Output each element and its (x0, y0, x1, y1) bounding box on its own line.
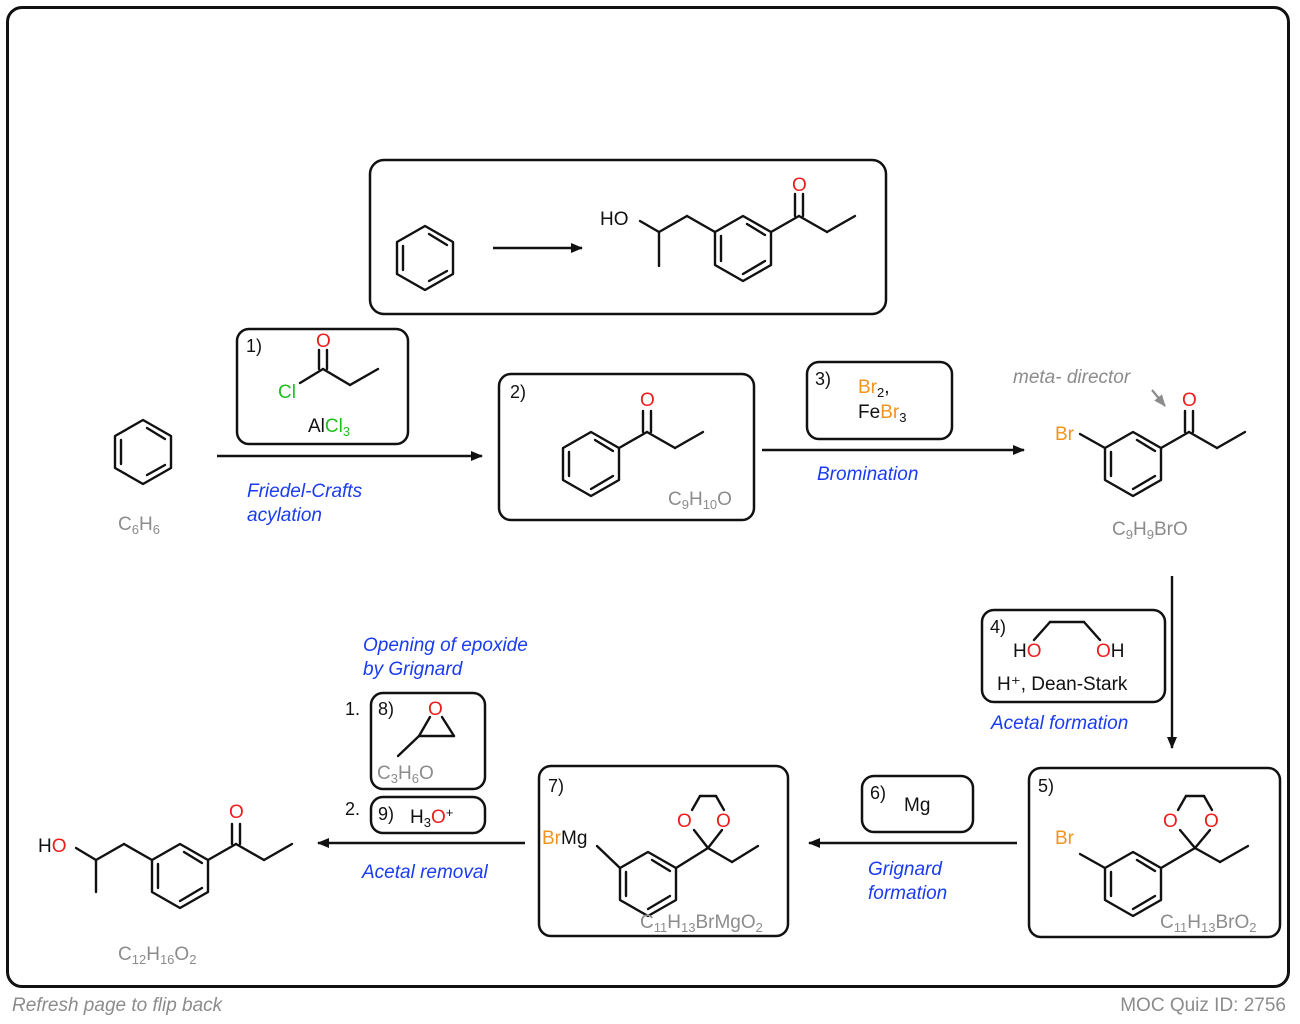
step9-reagent-box: 9) H3O+ (369, 795, 487, 835)
label-acetal-removal: Acetal removal (361, 862, 488, 883)
label-fc-line1: Friedel-Crafts (247, 481, 363, 502)
step4-ho-left: HO (1013, 641, 1042, 662)
step7-o-right: O (716, 811, 731, 832)
step9-number: 9) (378, 804, 394, 824)
quiz-card (6, 6, 1290, 988)
step3-br2: Br2, (858, 377, 890, 400)
label-fc-line2: acylation (247, 505, 322, 526)
step3-br-atom: Br (1055, 424, 1075, 445)
step5-o-left: O (1163, 811, 1178, 832)
step3-product: meta- director O Br C9H9BrO (1013, 367, 1247, 542)
formula-final: C12H16O2 (118, 944, 196, 967)
step2-product-box: 2) O C9H10O (497, 372, 756, 522)
formula-step2: C9H10O (668, 489, 732, 512)
label-acetal-formation: Acetal formation (990, 713, 1128, 734)
step5-br-atom: Br (1055, 828, 1075, 849)
summary-ho-label: HO (600, 209, 629, 230)
step7-o-left: O (677, 811, 692, 832)
step7-product-box: 7) O O BrMg C11H13BrMgO2 (537, 764, 790, 938)
step4-number: 4) (990, 617, 1006, 637)
step5-o-right: O (1204, 811, 1219, 832)
formula-benzene: C6H6 (118, 514, 160, 537)
step8-o-atom: O (428, 699, 443, 720)
step4-oh-right: OH (1096, 641, 1125, 662)
seq-label-2: 2. (345, 799, 360, 819)
final-ho-label: HO (38, 836, 67, 857)
formula-step3: C9H9BrO (1112, 519, 1188, 542)
step3-febr3: FeBr3 (858, 402, 906, 425)
refresh-hint[interactable]: Refresh page to flip back (12, 995, 223, 1016)
step1-cl-atom: Cl (278, 382, 296, 403)
step1-number: 1) (246, 336, 262, 356)
step2-number: 2) (510, 382, 526, 402)
formula-step5: C11H13BrO2 (1160, 912, 1256, 935)
label-grignard-line1: Grignard (868, 859, 943, 880)
formula-step7: C11H13BrMgO2 (640, 912, 763, 935)
final-o-atom: O (229, 802, 244, 823)
step7-brmg: BrMg (542, 828, 587, 849)
summary-benzene (395, 224, 455, 292)
step2-o-atom: O (640, 390, 655, 411)
summary-carbonyl-o: O (792, 175, 807, 196)
step1-alcl3: AlCl3 (308, 416, 350, 439)
step1-reagent-box: 1) O Cl AlCl3 (235, 327, 410, 446)
step1-o-atom: O (316, 331, 331, 352)
step3-number: 3) (815, 369, 831, 389)
step5-product-box: 5) O O Br C11H13BrO2 (1027, 766, 1282, 939)
label-grignard-line2: formation (868, 883, 947, 904)
step6-reagent-box: 6) Mg (860, 774, 975, 834)
formula-epoxide: C3H6O (377, 763, 434, 786)
step3-reagent-box: 3) Br2, FeBr3 (805, 360, 954, 441)
step7-number: 7) (548, 776, 564, 796)
step4-reagent-box: 4) HO OH H⁺, Dean-Stark (980, 608, 1167, 704)
label-epoxide-line1: Opening of epoxide (363, 635, 528, 656)
step8-reagent-box: 8) O C3H6O (369, 691, 487, 791)
step9-h3o: H3O+ (410, 805, 453, 830)
step3-o-atom: O (1182, 390, 1197, 411)
step6-mg: Mg (904, 795, 930, 816)
label-epoxide-line2: by Grignard (363, 659, 464, 680)
label-bromination: Bromination (817, 464, 918, 485)
step5-number: 5) (1038, 776, 1054, 796)
summary-box: HO O (368, 158, 888, 316)
step4-conditions: H⁺, Dean-Stark (997, 674, 1128, 695)
meta-director-arrow (1151, 389, 1166, 407)
step8-number: 8) (378, 699, 394, 719)
meta-director-label: meta- director (1013, 367, 1131, 388)
start-benzene (113, 418, 173, 486)
quiz-id: MOC Quiz ID: 2756 (1120, 995, 1286, 1016)
seq-label-1: 1. (345, 699, 360, 719)
final-product: HO O C12H16O2 (38, 802, 294, 967)
summary-target-molecule (638, 192, 857, 283)
step6-number: 6) (870, 783, 886, 803)
